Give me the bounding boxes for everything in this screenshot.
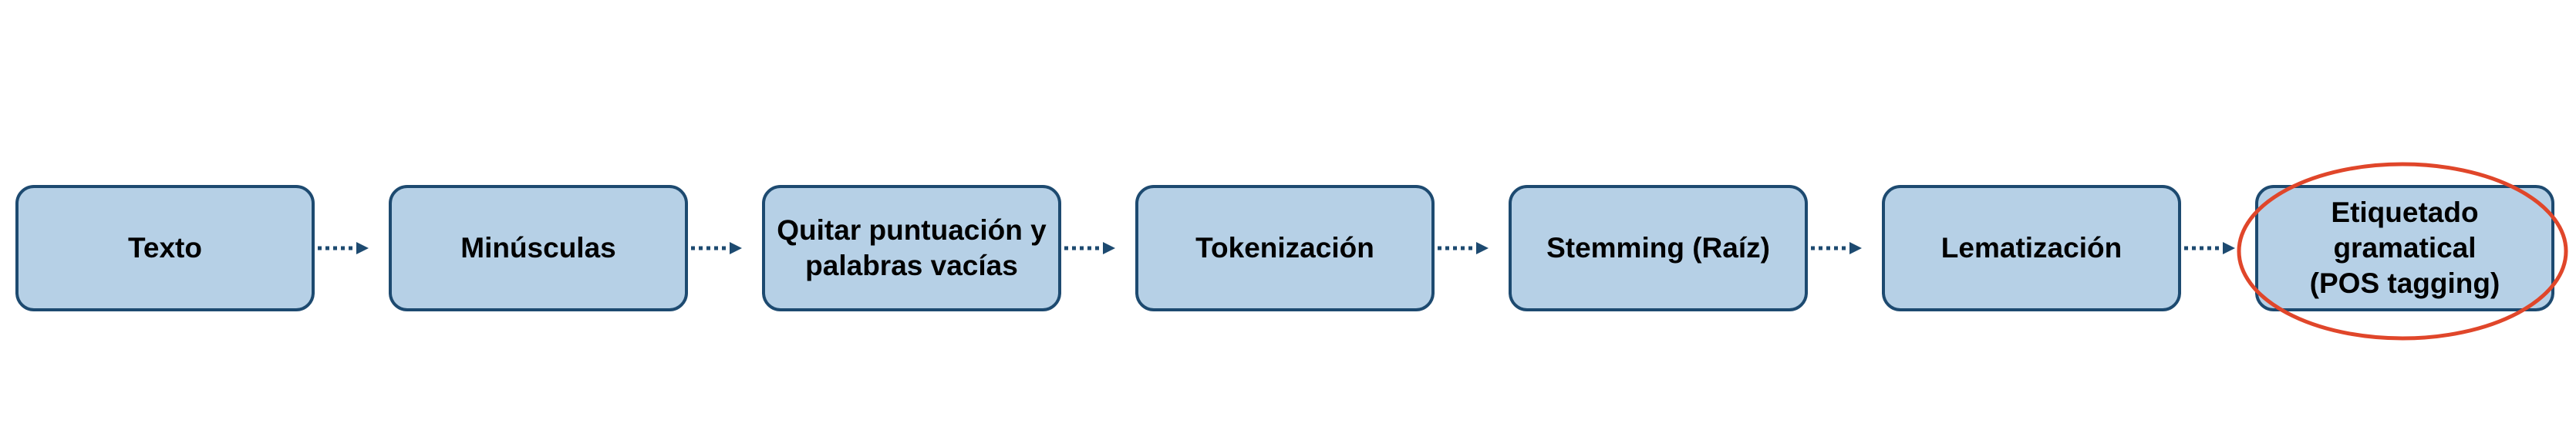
step-box-lematizacion: Lematización <box>1882 185 2181 311</box>
step-box-texto: Texto <box>15 185 315 311</box>
arrow-2 <box>691 242 742 254</box>
step-label: Lematización <box>1940 232 2123 264</box>
step-label: Tokenización <box>1195 232 1374 264</box>
arrow-4 <box>1438 242 1489 254</box>
step-box-minusculas: Minúsculas <box>389 185 688 311</box>
arrow-6 <box>2184 242 2235 254</box>
step-label: Stemming (Raíz) <box>1546 232 1770 264</box>
step-label: Etiquetado gramatical (POS tagging) <box>2309 197 2500 299</box>
step-box-pos-tagging: Etiquetado gramatical (POS tagging) <box>2255 185 2554 311</box>
arrow-1 <box>318 242 369 254</box>
step-box-tokenizacion: Tokenización <box>1135 185 1435 311</box>
step-label: Quitar puntuación y palabras vacías <box>777 214 1047 281</box>
arrow-5 <box>1811 242 1862 254</box>
step-label: Texto <box>128 232 202 264</box>
arrow-3 <box>1064 242 1115 254</box>
step-label: Minúsculas <box>460 232 616 264</box>
step-box-stemming: Stemming (Raíz) <box>1509 185 1808 311</box>
step-box-quitar-puntuacion: Quitar puntuación y palabras vacías <box>762 185 1061 311</box>
